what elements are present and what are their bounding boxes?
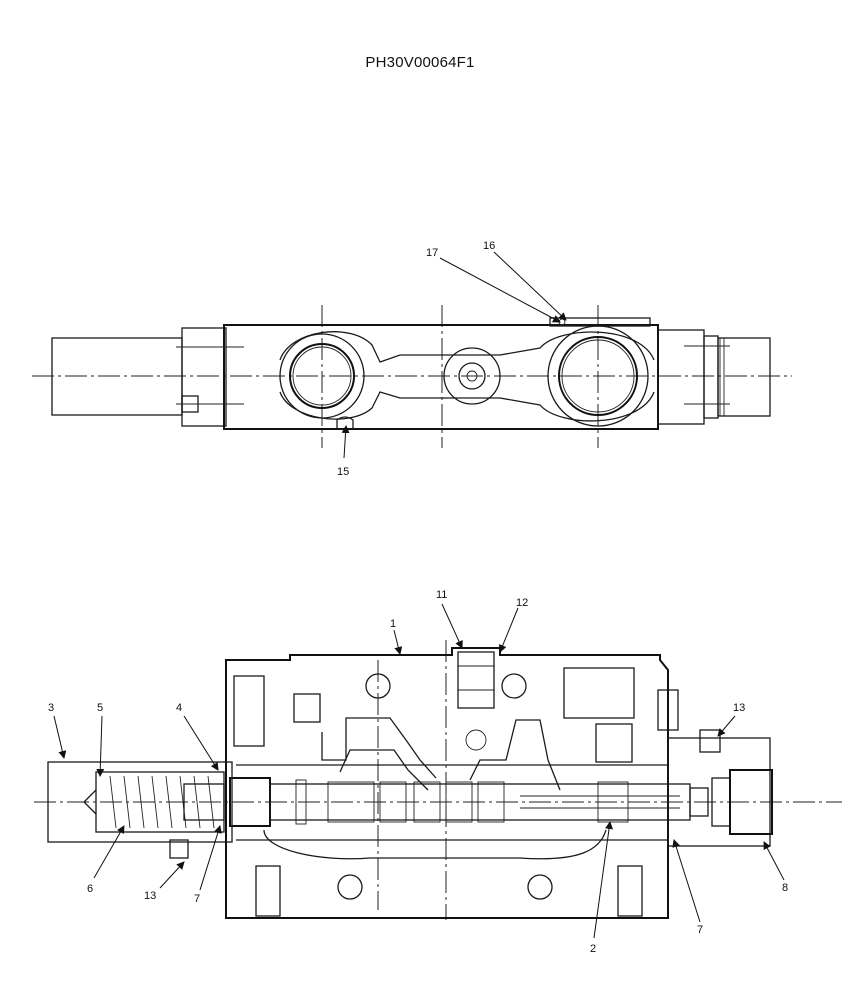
callout-4: 4 bbox=[176, 702, 182, 714]
callout-17: 17 bbox=[426, 247, 438, 259]
callout-1: 1 bbox=[390, 618, 396, 630]
section-view: 11 12 1 3 5 4 13 13 6 7 2 7 8 bbox=[34, 589, 842, 955]
drawing-number: PH30V00064F1 bbox=[365, 54, 475, 71]
callout-12: 12 bbox=[516, 597, 528, 609]
callout-2: 2 bbox=[590, 943, 596, 955]
callout-13-left: 13 bbox=[144, 890, 156, 902]
callout-6: 6 bbox=[87, 883, 93, 895]
callout-5: 5 bbox=[97, 702, 103, 714]
callout-13-right: 13 bbox=[733, 702, 745, 714]
callout-7-right: 7 bbox=[697, 924, 703, 936]
callout-7-left: 7 bbox=[194, 893, 200, 905]
callout-8: 8 bbox=[782, 882, 788, 894]
top-view: 17 16 15 bbox=[32, 240, 792, 478]
spring-coils bbox=[109, 775, 215, 829]
callout-15: 15 bbox=[337, 466, 349, 478]
callout-11: 11 bbox=[436, 589, 447, 601]
callout-3: 3 bbox=[48, 702, 54, 714]
callout-16: 16 bbox=[483, 240, 495, 252]
